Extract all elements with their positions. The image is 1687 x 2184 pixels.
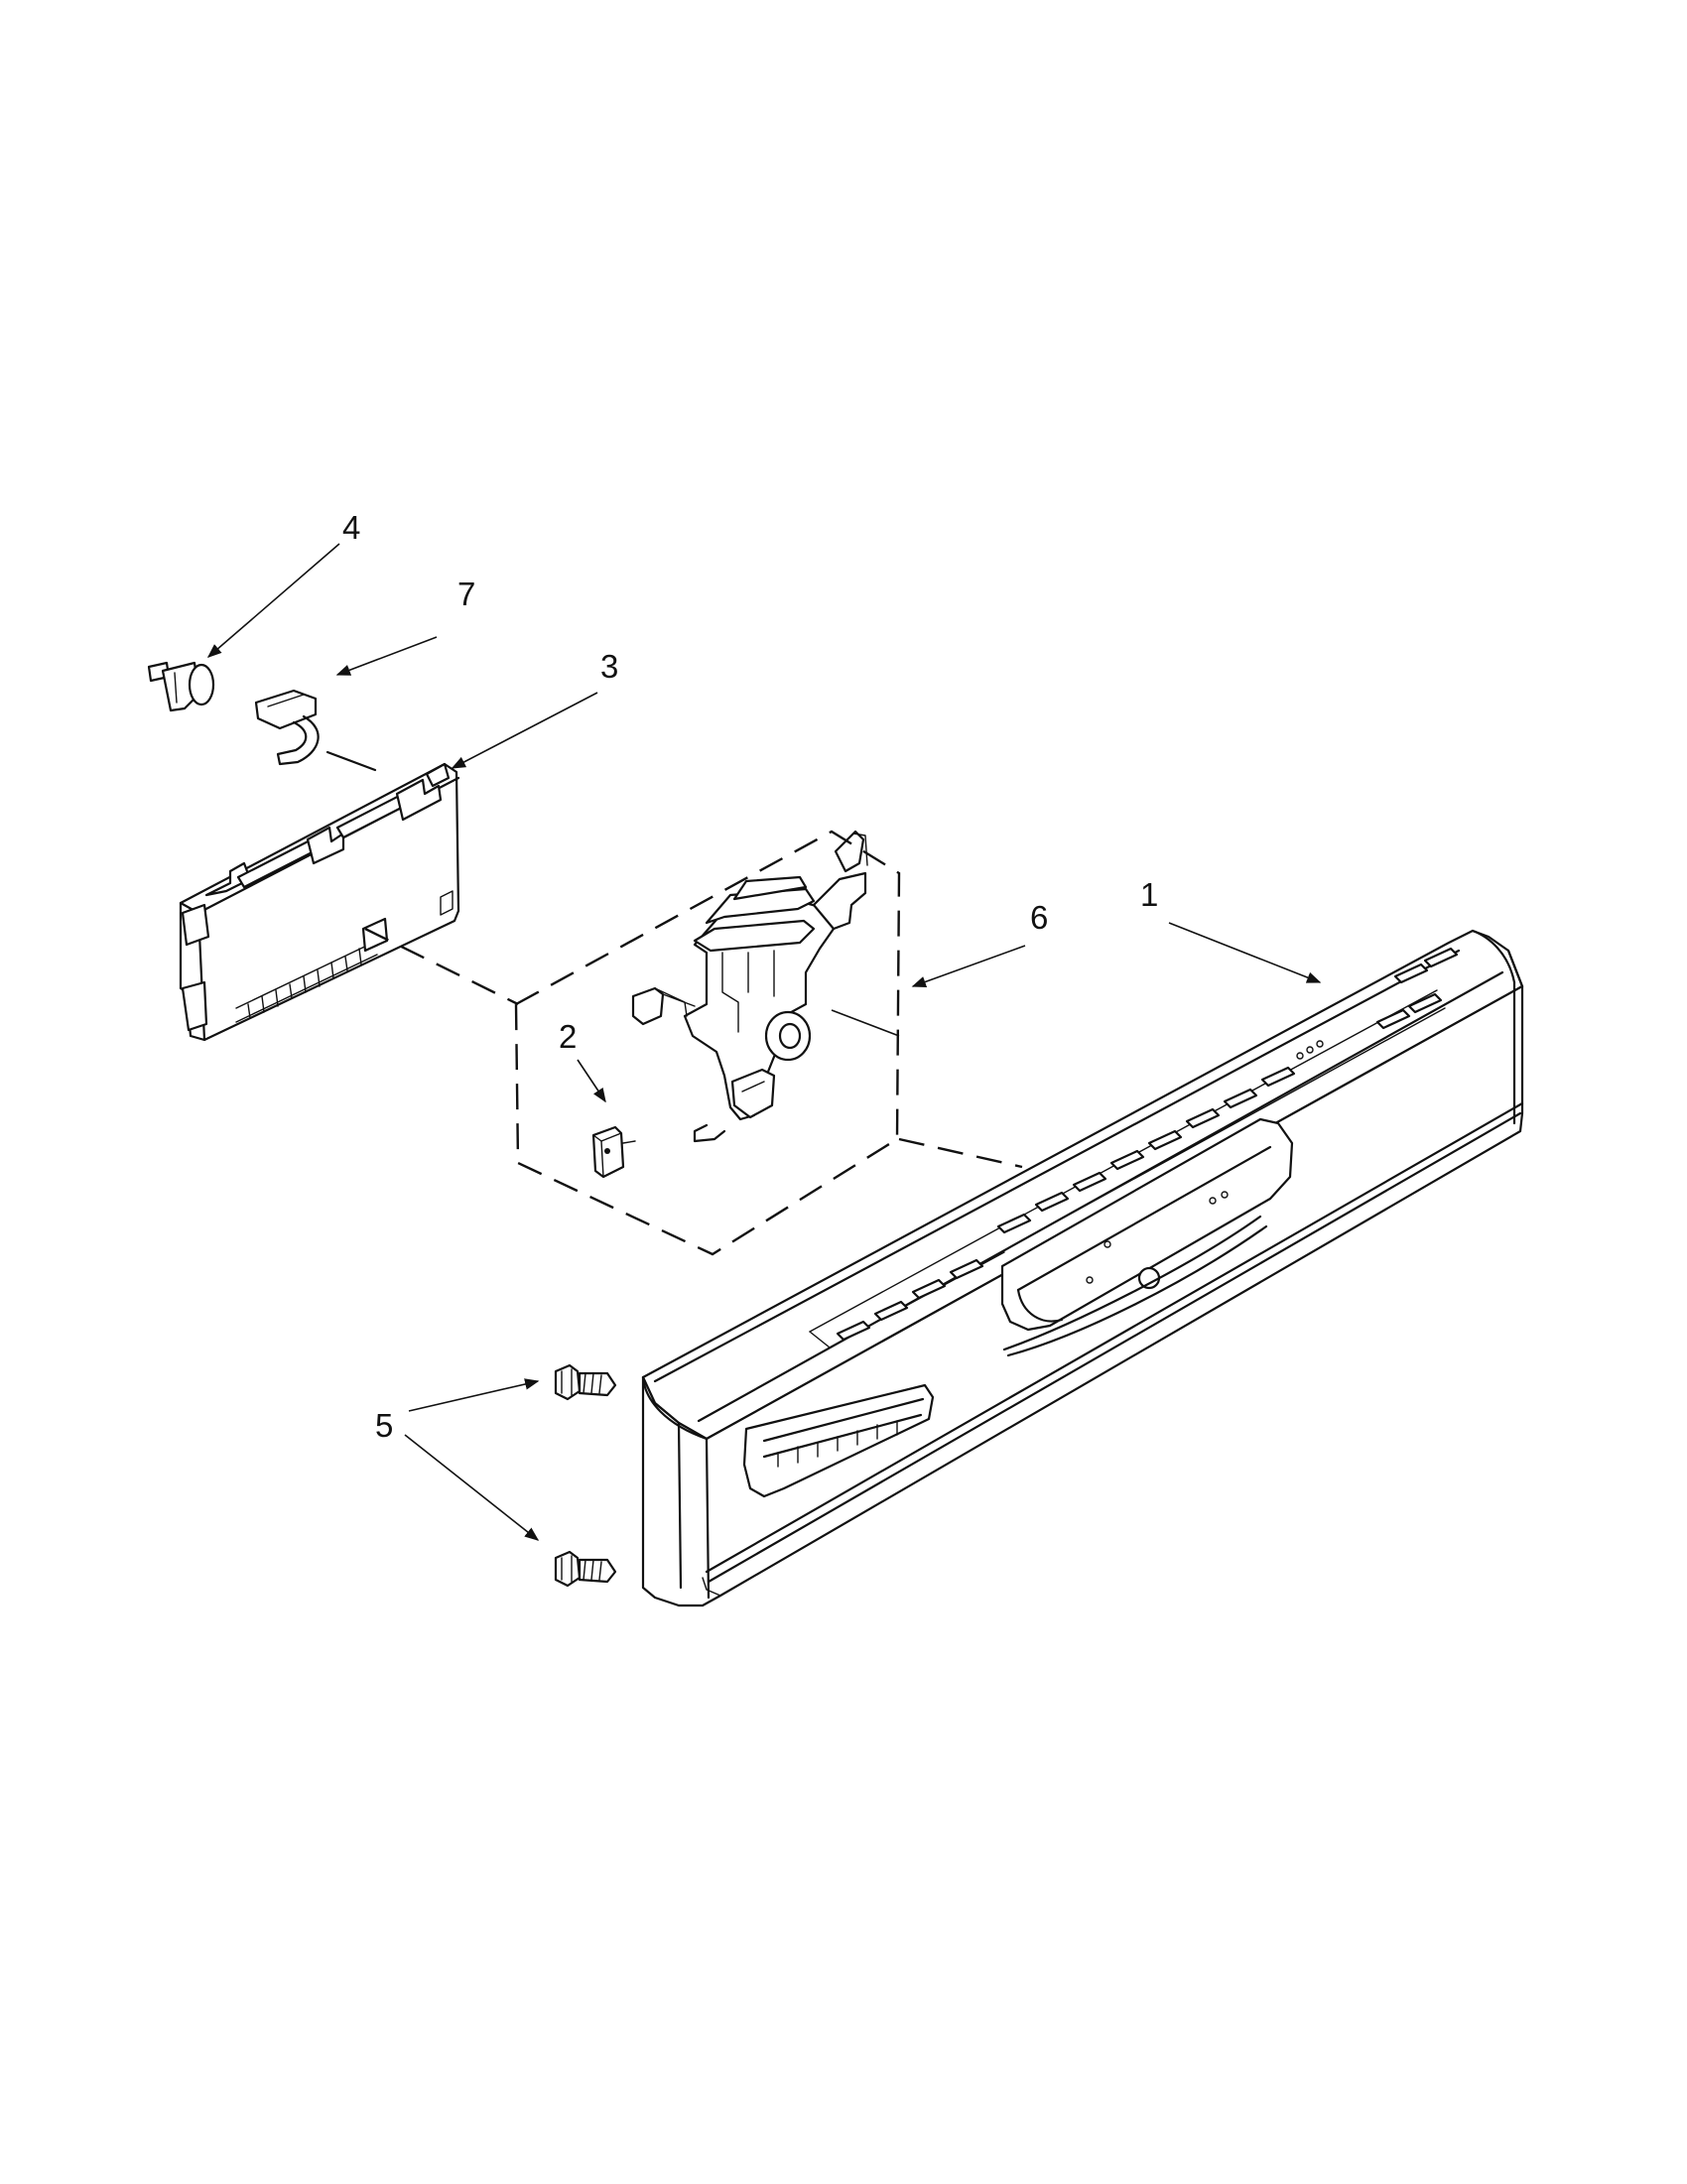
part-4-thermal-fuse[interactable]: [147, 661, 215, 712]
part-7-harness-clip[interactable]: [254, 689, 377, 772]
alignment-line-latch: [898, 1137, 1023, 1169]
callout-2: 2: [559, 1018, 577, 1055]
callout-3: 3: [600, 648, 618, 685]
part-5-screw-upper[interactable]: [554, 1363, 617, 1401]
part-1-control-panel[interactable]: [641, 929, 1524, 1607]
alignment-line-latch-solid: [831, 1009, 900, 1037]
alignment-line-board: [364, 927, 519, 1006]
button-strip-right: [996, 947, 1459, 1241]
part-6-latch-assembly[interactable]: [631, 830, 868, 1143]
part-2-door-switch[interactable]: [591, 1125, 636, 1179]
callout-6: 6: [1030, 899, 1048, 936]
callout-7: 7: [457, 576, 475, 612]
button-strip-left: [809, 1225, 1005, 1349]
callout-4: 4: [342, 509, 360, 546]
callout-5: 5: [375, 1407, 393, 1444]
part-5-screw-lower[interactable]: [554, 1550, 617, 1588]
leader-lines: [206, 543, 1322, 1541]
part-3-control-board[interactable]: [179, 762, 460, 1042]
assembly-6-dashed-outline: [514, 830, 901, 1256]
callout-1: 1: [1140, 876, 1158, 913]
